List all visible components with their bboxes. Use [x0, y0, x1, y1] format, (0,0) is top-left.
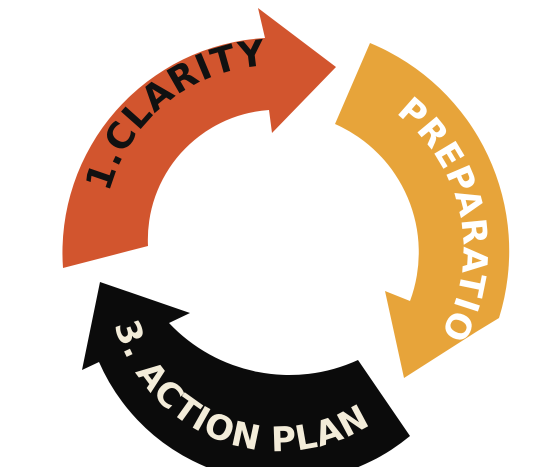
step-clarity: 1.CLARITY: [62, 8, 337, 268]
action-plan-arrow-shape: [82, 282, 410, 467]
preparation-arrow-shape: [335, 43, 510, 378]
clarity-arrow-shape: [62, 8, 337, 268]
step-action-plan: 3. ACTION PLAN: [82, 282, 410, 467]
